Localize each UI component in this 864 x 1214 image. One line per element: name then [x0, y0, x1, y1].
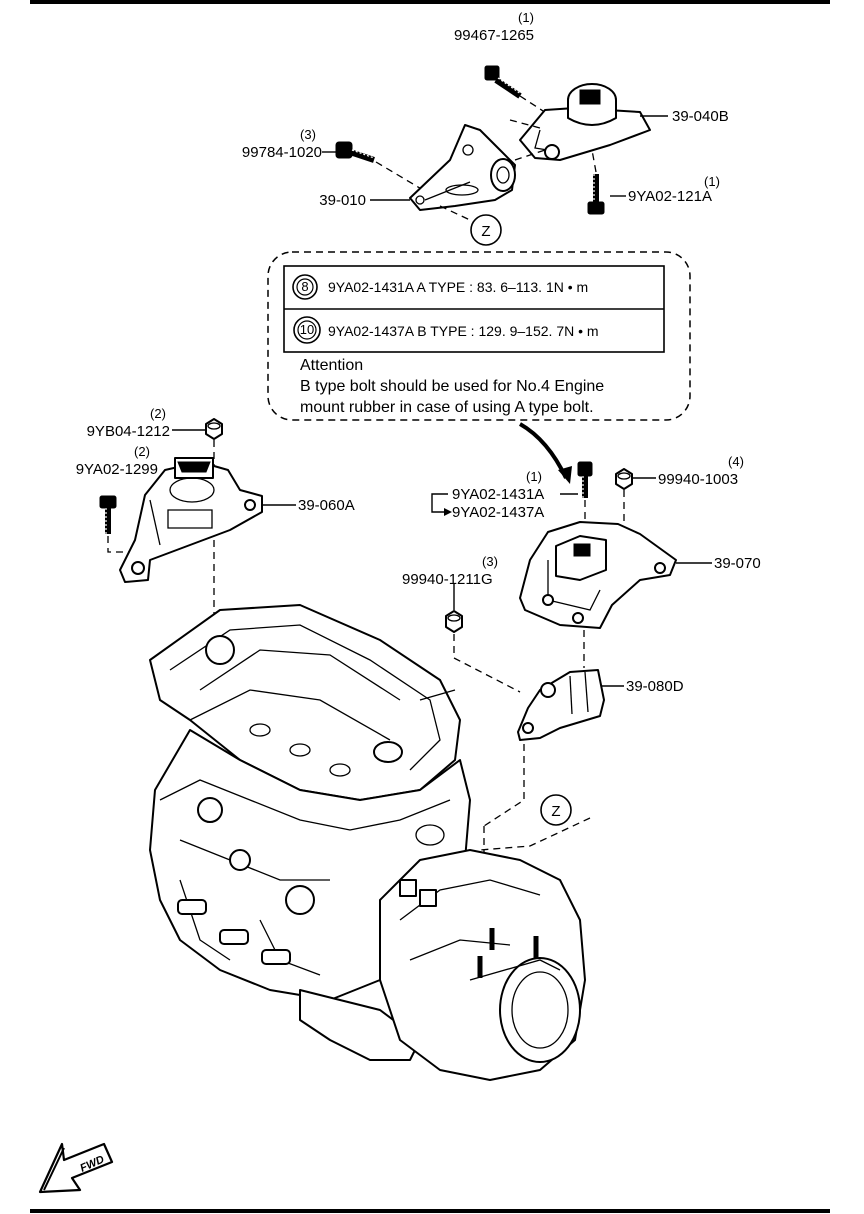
engine-assembly-icon: [149, 604, 586, 1081]
qty-9YA02-121A: (1): [704, 174, 720, 189]
qty-9YA02-1431A: (1): [526, 469, 542, 484]
stud-icon: [469, 928, 561, 981]
bolt-99467-icon: [484, 65, 522, 99]
fwd-arrow-icon: [38, 1142, 114, 1194]
label-99940-1211G: 99940-1211G: [402, 571, 493, 588]
qty-9YA02-1299: (2): [134, 444, 150, 459]
label-39-010: 39-010: [319, 192, 366, 209]
torque-symbol-10: 10: [300, 322, 314, 337]
engine-mount-39-040B-icon: [519, 83, 651, 161]
label-9YB04-1212: 9YB04-1212: [87, 423, 170, 440]
attention-title: Attention: [300, 357, 363, 374]
z-callout-bottom: [540, 794, 572, 826]
attention-line-2: mount rubber in case of using A type bol…: [300, 399, 594, 416]
torque-symbol-8: 8: [301, 279, 308, 294]
z-marker-top: Z: [481, 223, 490, 240]
qty-99784: (3): [300, 127, 316, 142]
label-39-060A: 39-060A: [298, 497, 355, 514]
label-39-040B: 39-040B: [672, 108, 729, 125]
label-39-070: 39-070: [714, 555, 761, 572]
bolt-9YA02-121A-icon: [587, 174, 605, 215]
label-99940-1003: 99940-1003: [658, 471, 738, 488]
torque-symbol-8-icon: [292, 274, 318, 300]
nut-99940-1003-icon: [615, 468, 633, 490]
label-9YA02-1437A: 9YA02-1437A: [452, 504, 544, 521]
qty-9YB04-1212: (2): [150, 406, 166, 421]
bolt-99784-icon: [335, 141, 375, 163]
label-99784-1020: 99784-1020: [242, 144, 322, 161]
qty-99940-1211G: (3): [482, 554, 498, 569]
label-9YA02-1431A: 9YA02-1431A: [452, 486, 544, 503]
note-box: [267, 251, 691, 421]
bracket-39-080D-icon: [517, 669, 605, 741]
engine-mount-39-070-icon: [519, 521, 677, 629]
attention-line-1: B type bolt should be used for No.4 Engi…: [300, 378, 604, 395]
torque-row-a: 9YA02-1431A A TYPE : 83. 6–113. 1N • m: [328, 279, 588, 295]
label-9YA02-1299: 9YA02-1299: [76, 461, 158, 478]
bracket-39-010-icon: [409, 124, 516, 211]
label-39-080D: 39-080D: [626, 678, 684, 695]
nut-99940-1211G-icon: [445, 610, 463, 633]
nut-9YB04-1212-icon: [205, 418, 223, 440]
bolt-9YA02-1431A-icon: [577, 461, 593, 498]
qty-99940-1003: (4): [728, 454, 744, 469]
torque-row-b: 9YA02-1437A B TYPE : 129. 9–152. 7N • m: [328, 323, 599, 339]
qty-99467: (1): [518, 10, 534, 25]
label-99467-1265: 99467-1265: [454, 27, 534, 44]
bolt-9YA02-1299-icon: [99, 495, 117, 534]
z-marker-bottom: Z: [551, 803, 560, 820]
engine-mount-39-060A-icon: [119, 457, 263, 583]
label-9YA02-121A: 9YA02-121A: [628, 188, 712, 205]
z-callout-top: [470, 214, 502, 246]
torque-symbol-10-icon: [293, 316, 321, 344]
